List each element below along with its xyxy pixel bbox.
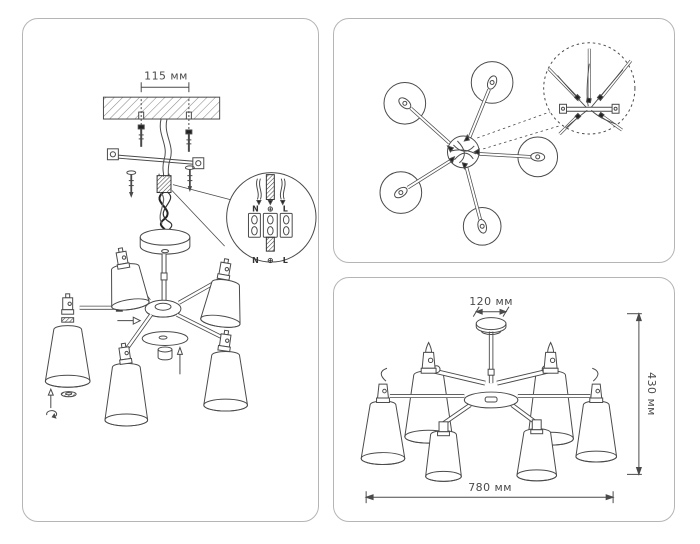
dimension-780mm: 780 мм [364,481,615,504]
lamp-shades [44,263,248,427]
lamp-shade [516,428,558,482]
lamp-shade [360,400,406,465]
terminal-label-l-top: L [283,204,288,213]
top-view-hub [446,133,480,170]
side-view-canopy [475,317,507,336]
lamp-shade [200,279,241,328]
cover-up-arrow [176,345,184,375]
dimension-430mm: 430 мм [626,312,658,476]
socket-top-views [394,75,546,234]
dimension-780mm-label: 780 мм [468,481,512,494]
side-view-shades [360,370,618,465]
lamp-sockets [61,247,232,366]
mounting-bracket [106,148,205,170]
canopy-wires [158,191,173,233]
hub-detail-callout [543,42,636,136]
earth-symbol-bottom: ⊕ [267,256,274,265]
detail-leader-lines [171,184,234,247]
side-view-diagram: 120 мм 430 мм [360,295,658,504]
terminal-label-l-bottom: L [283,256,288,265]
top-view-arms [406,88,531,220]
ceiling-cross-section [102,96,221,130]
dimension-120mm-label: 120 мм [469,295,513,308]
installation-diagram: 115 мм [44,69,317,427]
terminal-label-n-top: N [252,204,259,213]
ceiling-canopy [139,228,191,255]
mains-wires [159,118,172,177]
wiring-detail-callout: N ⊕ L N ⊕ L [226,172,317,265]
lamp-shade [575,400,618,463]
washer [60,391,77,398]
insert-arrow [117,316,142,325]
side-view-frame [389,331,591,427]
hub-bottom-cover [141,331,189,361]
down-rod [160,254,168,302]
dimension-115mm: 115 мм [140,69,190,93]
anchor-screws [137,124,193,152]
side-view-sockets [376,341,604,437]
callout-leader-lines [477,109,559,150]
dimension-120mm: 120 мм [469,295,513,317]
top-view-panel [333,18,675,263]
top-view-diagram [379,42,636,246]
side-view-front-shades [425,428,558,482]
dimensions-panel: 120 мм 430 мм [333,277,675,522]
lamp-shade [203,350,248,412]
lamp-shade [111,263,150,311]
terminal-label-n-bottom: N [252,256,259,265]
tighten-arrow [46,387,58,419]
lamp-shade [425,430,462,482]
lamp-shade [104,362,149,427]
earth-symbol-top: ⊕ [267,204,274,213]
lamp-shade-detached [44,325,91,388]
installation-step-panel: 115 мм [22,18,319,522]
dimension-430mm-label: 430 мм [645,372,658,416]
terminal-connector [156,173,172,194]
dimension-115mm-label: 115 мм [144,69,188,82]
arm-hub [144,299,182,318]
bracket-screws [126,165,195,198]
